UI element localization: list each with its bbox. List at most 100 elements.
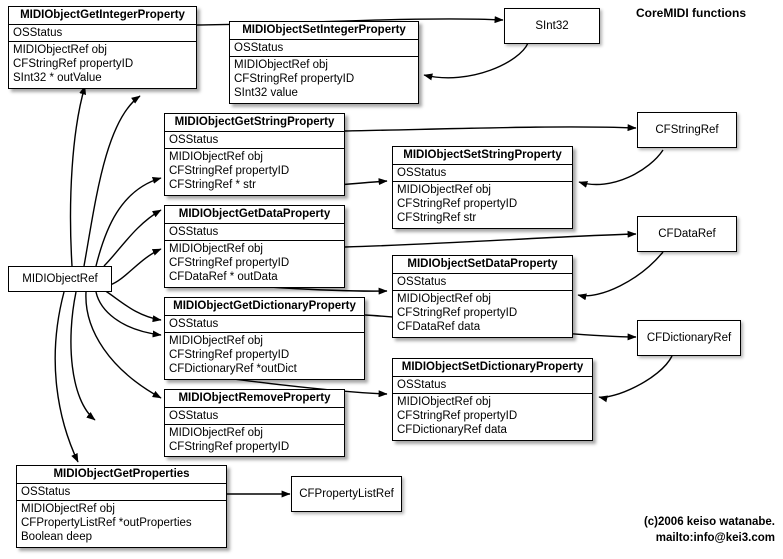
parameter: CFStringRef propertyID: [13, 58, 134, 71]
function-title: MIDIObjectSetDictionaryProperty: [393, 359, 592, 377]
function-return-type: OSStatus: [165, 408, 344, 425]
function-box-remove-property[interactable]: MIDIObjectRemoveProperty OSStatus MIDIOb…: [164, 389, 345, 458]
function-box-set-integer-property[interactable]: MIDIObjectSetIntegerProperty OSStatus MI…: [229, 21, 419, 104]
edge-cfdataref-to-set-data: [577, 251, 664, 301]
parameter: CFStringRef propertyID: [397, 198, 518, 211]
function-return-type: OSStatus: [393, 377, 592, 394]
function-parameter-list: MIDIObjectRef obj CFStringRef propertyID…: [393, 182, 572, 228]
type-label: SInt32: [535, 20, 569, 32]
parameter: MIDIObjectRef obj: [169, 151, 263, 163]
parameter: CFStringRef propertyID: [169, 165, 290, 178]
edge-objref-to-remove-property: [70, 291, 96, 421]
edge-objref-to-get-integer: [69, 85, 86, 267]
edge-get-data-to-cfdataref: [344, 230, 637, 248]
function-title: MIDIObjectSetDataProperty: [393, 256, 572, 274]
type-box-cfdictionaryref[interactable]: CFDictionaryRef: [637, 320, 741, 356]
type-label: CFDataRef: [658, 228, 716, 240]
parameter: CFStringRef str: [397, 212, 477, 225]
function-return-type: OSStatus: [393, 165, 572, 182]
parameter: MIDIObjectRef obj: [21, 503, 115, 515]
edge-objref-to-set-string: [103, 209, 162, 267]
type-box-cfpropertylistref[interactable]: CFPropertyListRef: [291, 476, 402, 512]
type-box-sint32[interactable]: SInt32: [504, 8, 600, 44]
parameter: CFStringRef propertyID: [234, 73, 355, 86]
function-title: MIDIObjectSetIntegerProperty: [230, 22, 418, 40]
parameter: CFStringRef * str: [169, 179, 256, 192]
edge-objref-to-set-data: [103, 289, 162, 323]
function-title: MIDIObjectRemoveProperty: [165, 390, 344, 408]
type-label: MIDIObjectRef: [22, 273, 98, 285]
type-box-midiobjectref[interactable]: MIDIObjectRef: [8, 266, 112, 292]
function-parameter-list: MIDIObjectRef obj CFStringRef propertyID…: [165, 241, 344, 287]
parameter: CFPropertyListRef *outProperties: [21, 517, 192, 530]
function-return-type: OSStatus: [165, 316, 364, 333]
function-box-get-string-property[interactable]: MIDIObjectGetStringProperty OSStatus MID…: [164, 113, 345, 196]
function-parameter-list: MIDIObjectRef obj CFStringRef propertyID…: [9, 42, 196, 88]
function-parameter-list: MIDIObjectRef obj CFStringRef propertyID…: [165, 149, 344, 195]
function-return-type: OSStatus: [17, 484, 226, 501]
function-parameter-list: MIDIObjectRef obj CFStringRef propertyID…: [393, 394, 592, 440]
function-parameter-list: MIDIObjectRef obj CFStringRef propertyID: [165, 425, 344, 456]
parameter: CFDictionaryRef data: [397, 424, 507, 437]
function-box-set-string-property[interactable]: MIDIObjectSetStringProperty OSStatus MID…: [392, 146, 573, 229]
parameter: CFDataRef data: [397, 321, 481, 334]
parameter: SInt32 * outValue: [13, 72, 102, 85]
function-title: MIDIObjectGetIntegerProperty: [9, 7, 196, 25]
function-return-type: OSStatus: [165, 132, 344, 149]
function-parameter-list: MIDIObjectRef obj CFStringRef propertyID…: [393, 291, 572, 337]
type-label: CFStringRef: [655, 124, 719, 136]
type-box-cfstringref[interactable]: CFStringRef: [637, 112, 737, 148]
function-title: MIDIObjectGetProperties: [17, 466, 226, 484]
function-return-type: OSStatus: [230, 40, 418, 57]
edge-objref-to-get-properties: [54, 291, 79, 463]
edge-get-string-to-cfstringref: [344, 124, 637, 132]
parameter: CFStringRef propertyID: [169, 257, 290, 270]
parameter: CFStringRef propertyID: [169, 441, 290, 454]
edge-cfdictionaryref-to-set-dictionary: [598, 355, 673, 403]
edge-objref-to-set-dictionary: [85, 291, 162, 399]
function-return-type: OSStatus: [393, 274, 572, 291]
parameter: MIDIObjectRef obj: [397, 293, 491, 305]
type-label: CFDictionaryRef: [646, 332, 732, 344]
parameter: MIDIObjectRef obj: [397, 396, 491, 408]
edge-sint32-to-set-integer: [423, 42, 529, 81]
function-parameter-list: MIDIObjectRef obj CFStringRef propertyID…: [230, 57, 418, 103]
parameter: CFStringRef propertyID: [397, 410, 518, 423]
copyright-line: (c)2006 keiso watanabe.: [643, 516, 775, 528]
function-box-get-dictionary-property[interactable]: MIDIObjectGetDictionaryProperty OSStatus…: [164, 297, 365, 380]
edge-objref-to-get-data: [109, 248, 162, 286]
function-parameter-list: MIDIObjectRef obj CFPropertyListRef *out…: [17, 501, 226, 547]
function-return-type: OSStatus: [165, 224, 344, 241]
function-title: MIDIObjectSetStringProperty: [393, 147, 572, 165]
parameter: MIDIObjectRef obj: [169, 427, 263, 439]
function-box-get-data-property[interactable]: MIDIObjectGetDataProperty OSStatus MIDIO…: [164, 205, 345, 288]
function-box-get-integer-property[interactable]: MIDIObjectGetIntegerProperty OSStatus MI…: [8, 6, 197, 89]
parameter: CFDataRef * outData: [169, 271, 278, 284]
function-title: MIDIObjectGetDataProperty: [165, 206, 344, 224]
parameter: MIDIObjectRef obj: [13, 44, 107, 56]
parameter: Boolean deep: [21, 531, 92, 544]
function-return-type: OSStatus: [9, 25, 196, 42]
parameter: SInt32 value: [234, 87, 298, 100]
parameter: CFDictionaryRef *outDict: [169, 363, 297, 376]
function-parameter-list: MIDIObjectRef obj CFStringRef propertyID…: [165, 333, 364, 379]
diagram-caption: CoreMIDI functions: [636, 6, 746, 20]
edge-cfstringref-to-set-string: [578, 149, 664, 188]
type-label: CFPropertyListRef: [299, 488, 394, 500]
function-box-set-dictionary-property[interactable]: MIDIObjectSetDictionaryProperty OSStatus…: [392, 358, 593, 441]
parameter: MIDIObjectRef obj: [169, 335, 263, 347]
function-box-get-properties[interactable]: MIDIObjectGetProperties OSStatus MIDIObj…: [16, 465, 227, 548]
parameter: MIDIObjectRef obj: [397, 184, 491, 196]
function-title: MIDIObjectGetStringProperty: [165, 114, 344, 132]
parameter: CFStringRef propertyID: [397, 307, 518, 320]
parameter: CFStringRef propertyID: [169, 349, 290, 362]
edge-objref-to-set-integer: [83, 95, 141, 267]
function-box-set-data-property[interactable]: MIDIObjectSetDataProperty OSStatus MIDIO…: [392, 255, 573, 338]
edge-objref-to-get-string: [95, 177, 162, 267]
parameter: MIDIObjectRef obj: [234, 59, 328, 71]
type-box-cfdataref[interactable]: CFDataRef: [637, 216, 737, 252]
function-title: MIDIObjectGetDictionaryProperty: [165, 298, 364, 316]
edge-objref-to-get-dictionary: [95, 291, 162, 338]
parameter: MIDIObjectRef obj: [169, 243, 263, 255]
